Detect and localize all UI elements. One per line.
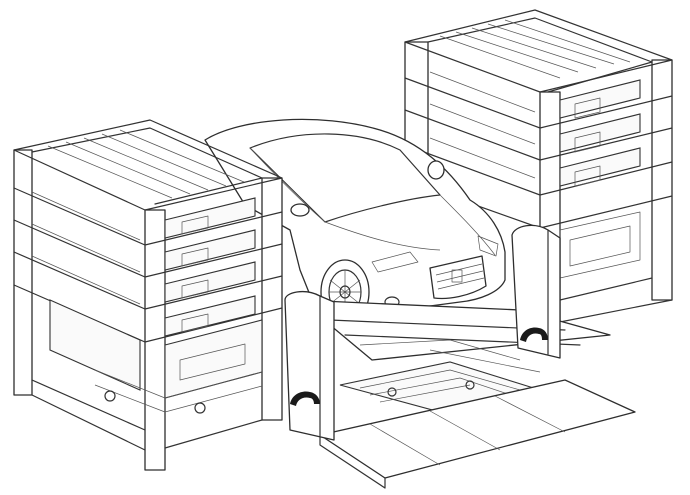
car-grille bbox=[429, 255, 487, 300]
left-guide-pillar bbox=[284, 290, 335, 441]
right-rack-battery-trays bbox=[559, 79, 641, 187]
left-battery-rack bbox=[13, 119, 283, 471]
right-guide-pillar bbox=[511, 224, 561, 359]
left-rack-lift-mechanism bbox=[49, 299, 263, 414]
left-rack-battery-trays bbox=[164, 197, 256, 337]
car bbox=[204, 118, 506, 325]
entry-ramp bbox=[319, 379, 636, 489]
parking-platform bbox=[299, 299, 611, 373]
